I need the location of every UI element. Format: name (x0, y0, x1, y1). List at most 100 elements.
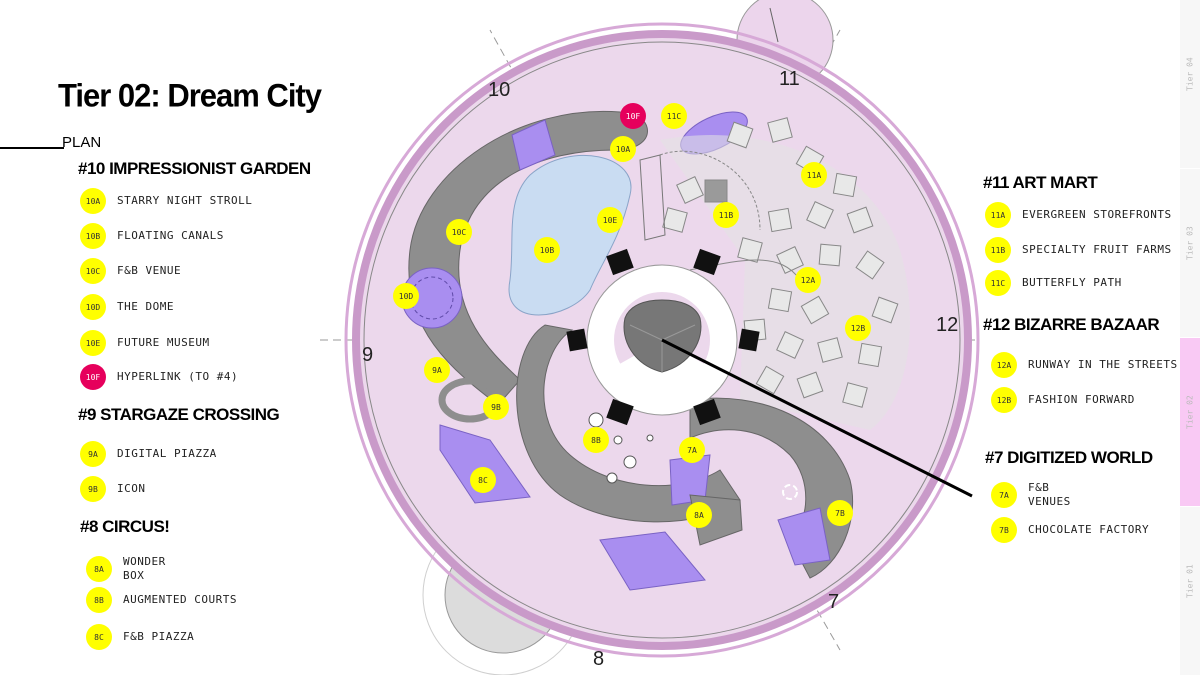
marker-icon: 11C (985, 270, 1011, 296)
court-circle (588, 412, 604, 428)
map-marker-11b[interactable]: 11B (713, 202, 739, 228)
map-marker-10e[interactable]: 10E (597, 207, 623, 233)
marker-icon: 12A (991, 352, 1017, 378)
zone-number-7: 7 (828, 591, 840, 613)
court-circle (646, 434, 654, 442)
central-shield (623, 299, 702, 373)
legend-label: THE DOME (117, 300, 174, 313)
legend-item-10c: 10C F&B VENUE (80, 256, 181, 286)
map-marker-8b[interactable]: 8B (583, 427, 609, 453)
lavender-block-8 (599, 531, 706, 591)
map-marker-8c[interactable]: 8C (470, 467, 496, 493)
map-marker-8a[interactable]: 8A (686, 502, 712, 528)
site-inner-edge (363, 41, 961, 639)
legend-label: SPECIALTY FRUIT FARMS (1022, 243, 1172, 256)
map-marker-11c[interactable]: 11C (661, 103, 687, 129)
legend-item-10f[interactable]: 10F HYPERLINK (TO #4) (80, 362, 238, 392)
map-marker-12b[interactable]: 12B (845, 315, 871, 341)
marker-icon: 9A (80, 441, 106, 467)
plan-divider-line (0, 147, 64, 149)
legend-label: STARRY NIGHT STROLL (117, 194, 253, 207)
map-marker-7a[interactable]: 7A (679, 437, 705, 463)
legend-label: AUGMENTED COURTS (123, 593, 237, 606)
map-marker-12a[interactable]: 12A (795, 267, 821, 293)
legend-item-9b: 9B ICON (80, 474, 146, 504)
marker-icon: 10A (80, 188, 106, 214)
satellite-tick (769, 7, 779, 43)
lavender-block-10 (511, 119, 556, 171)
map-marker-10f[interactable]: 10F (620, 103, 646, 129)
section-heading-12: #12 BIZARRE BAZAAR (983, 315, 1160, 334)
marker-icon: 8B (86, 587, 112, 613)
legend-label: DIGITAL PIAZZA (117, 447, 217, 460)
stair-block (639, 154, 666, 241)
marker-icon: 11B (985, 237, 1011, 263)
zone-number-12: 12 (936, 314, 959, 336)
map-marker-9a[interactable]: 9A (424, 357, 450, 383)
legend-label: ICON (117, 482, 146, 495)
map-marker-7b[interactable]: 7B (827, 500, 853, 526)
section-heading-7: #7 DIGITIZED WORLD (985, 448, 1153, 467)
legend-label: F&B VENUE (117, 264, 182, 277)
map-marker-9b[interactable]: 9B (483, 394, 509, 420)
lavender-block-7b (777, 507, 831, 566)
legend-label: WONDER BOX (123, 555, 166, 582)
marker-icon: 7B (991, 517, 1017, 543)
legend-label: F&B PIAZZA (123, 630, 195, 643)
section-heading-10: #10 IMPRESSIONIST GARDEN (78, 159, 311, 178)
section-heading-9: #9 STARGAZE CROSSING (78, 405, 280, 424)
plan-label: PLAN (62, 134, 102, 151)
map-marker-10d[interactable]: 10D (393, 283, 419, 309)
floating-canals (508, 154, 632, 316)
legend-label: BUTTERFLY PATH (1022, 276, 1122, 289)
tier-tab-03[interactable]: Tier 03 (1180, 169, 1200, 338)
tier-tab-01[interactable]: Tier 01 (1180, 507, 1200, 675)
lavender-block-8c (439, 424, 531, 504)
hub-nodes (566, 248, 760, 426)
legend-label: F&B VENUES (1028, 481, 1071, 508)
legend-label: FASHION FORWARD (1028, 393, 1135, 406)
legend-label: FUTURE MUSEUM (117, 336, 210, 349)
legend-label: HYPERLINK (TO #4) (117, 370, 239, 383)
butterfly-path (659, 150, 761, 231)
legend-item-11a: 11A EVERGREEN STOREFRONTS (985, 200, 1172, 230)
marker-icon: 10C (80, 258, 106, 284)
marker-icon: 9B (80, 476, 106, 502)
tier-tab-02[interactable]: Tier 02 (1180, 338, 1200, 507)
legend-label: EVERGREEN STOREFRONTS (1022, 208, 1172, 221)
tier-nav: Tier 04 Tier 03 Tier 02 Tier 01 (1180, 0, 1200, 675)
outer-ring-pink (344, 22, 980, 658)
legend-item-10b: 10B FLOATING CANALS (80, 221, 224, 251)
legend-item-11c: 11C BUTTERFLY PATH (985, 268, 1122, 298)
marker-icon: 10F (80, 364, 106, 390)
tier-tab-04[interactable]: Tier 04 (1180, 0, 1200, 169)
map-marker-10c[interactable]: 10C (446, 219, 472, 245)
marker-icon: 11A (985, 202, 1011, 228)
legend-item-8a: 8A WONDER BOX (86, 554, 166, 584)
section-heading-8: #8 CIRCUS! (80, 517, 170, 536)
page-title: Tier 02: Dream City (58, 77, 322, 114)
map-marker-11a[interactable]: 11A (801, 162, 827, 188)
legend-item-8b: 8B AUGMENTED COURTS (86, 585, 237, 615)
storefront-blocks (662, 117, 899, 408)
legend-label: FLOATING CANALS (117, 229, 224, 242)
marker-icon: 10B (80, 223, 106, 249)
legend-item-9a: 9A DIGITAL PIAZZA (80, 439, 217, 469)
court-circle (613, 435, 623, 445)
legend-item-11b: 11B SPECIALTY FRUIT FARMS (985, 235, 1172, 265)
court-circle (623, 455, 637, 469)
zone-number-10: 10 (488, 79, 511, 101)
zone-number-11: 11 (779, 68, 800, 90)
marker-icon: 8A (86, 556, 112, 582)
map-marker-10b[interactable]: 10B (534, 237, 560, 263)
map-marker-10a[interactable]: 10A (610, 136, 636, 162)
callout-line (661, 338, 973, 498)
